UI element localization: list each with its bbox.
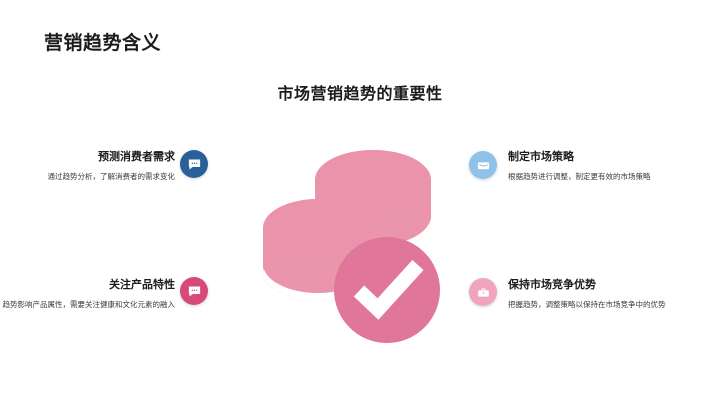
feature-description: 根据趋势进行调整，制定更有效的市场策略 (508, 172, 651, 182)
slide-subtitle: 市场营销趋势的重要性 (277, 86, 443, 103)
chat-bubble-icon (180, 150, 208, 178)
coins-and-checkmark-illustration (255, 150, 465, 350)
feature-description: 趋势影响产品属性，需要关注健康和文化元素的融入 (2, 300, 176, 310)
envelope-icon (469, 151, 497, 179)
feature-item-formulate-market-strategy: 制定市场策略 根据趋势进行调整，制定更有效的市场策略 (508, 150, 683, 184)
briefcase-icon (469, 278, 497, 306)
chat-bubble-icon (180, 277, 208, 305)
feature-title: 关注产品特性 (109, 279, 175, 291)
feature-title: 保持市场竞争优势 (508, 279, 596, 291)
feature-title: 制定市场策略 (508, 151, 574, 163)
feature-title: 预测消费者需求 (98, 151, 175, 163)
checkmark-badge (334, 237, 440, 343)
feature-item-predict-consumer-demand: 预测消费者需求 通过趋势分析，了解消费者的需求变化 (0, 150, 176, 184)
page-title: 营销趋势含义 (44, 33, 162, 54)
feature-item-focus-product-features: 关注产品特性 趋势影响产品属性，需要关注健康和文化元素的融入 (0, 278, 176, 312)
feature-description: 通过趋势分析，了解消费者的需求变化 (47, 172, 176, 182)
feature-item-maintain-competitive-advantage: 保持市场竞争优势 把握趋势，调整策略以保持在市场竞争中的优势 (508, 278, 683, 312)
feature-description: 把握趋势，调整策略以保持在市场竞争中的优势 (508, 300, 666, 310)
